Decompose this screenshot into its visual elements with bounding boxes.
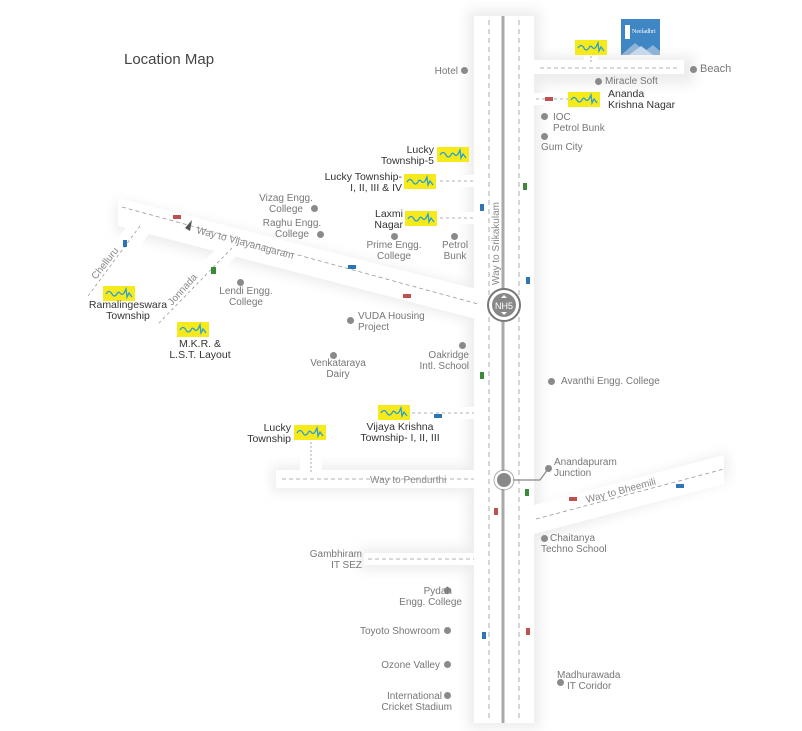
- car-icon: [403, 294, 411, 298]
- car-icon: [676, 484, 684, 488]
- road-label-pendurthi: Way to Pendurthi: [370, 475, 446, 486]
- car-icon: [480, 372, 484, 379]
- road-pendurthi: [276, 440, 474, 488]
- project-badge-lucky-5[interactable]: [437, 147, 469, 162]
- landmark-raghu-engg: Raghu Engg.College: [262, 218, 322, 240]
- road-chelluru: [78, 222, 154, 300]
- landmark-dot: [444, 627, 451, 634]
- car-icon: [480, 204, 484, 211]
- road-label-srikakulam: Way to Srikakulam: [491, 202, 502, 285]
- project-badge-ramalingeswara[interactable]: [103, 286, 135, 301]
- landmark-dot: [330, 352, 337, 359]
- highway-nh5: [474, 16, 534, 723]
- project-badge-lucky-1-4[interactable]: [404, 174, 436, 189]
- road-vijayanagaram: [118, 198, 480, 320]
- landmark-beach: Beach: [700, 63, 732, 75]
- landmark-dot: [545, 465, 552, 472]
- car-icon: [434, 414, 442, 418]
- landmark-dot: [541, 535, 548, 542]
- landmark-dot: [444, 692, 451, 699]
- car-icon: [211, 267, 216, 274]
- landmark-avanthi: Avanthi Engg. College: [561, 376, 660, 387]
- landmark-dot: [391, 233, 398, 240]
- brand-logo: Neeladhri: [621, 19, 660, 55]
- landmark-dot: [541, 113, 548, 120]
- project-badge-top[interactable]: [575, 40, 607, 55]
- nh5-label: NH5: [495, 301, 513, 311]
- landmark-dot: [459, 342, 466, 349]
- landmark-hotel: Hotel: [434, 66, 458, 77]
- landmark-prime-engg: Prime Engg.College: [366, 240, 422, 262]
- landmark-dot: [541, 133, 548, 140]
- road-gambhiram: [364, 553, 474, 565]
- project-badge-lucky[interactable]: [294, 425, 326, 440]
- landmark-dot: [311, 205, 318, 212]
- landmark-miracle-soft: Miracle Soft: [605, 76, 658, 87]
- landmark-lendi-engg: Lendi Engg.College: [219, 286, 273, 308]
- landmark-dot: [451, 233, 458, 240]
- landmark-toyoto: Toyoto Showroom: [359, 626, 440, 637]
- landmark-vizag-engg: Vizag Engg.College: [259, 193, 313, 215]
- landmark-dot: [461, 67, 468, 74]
- car-icon: [482, 632, 486, 639]
- car-icon: [526, 628, 530, 635]
- car-icon: [494, 508, 498, 515]
- project-badge-vijaya[interactable]: [378, 405, 410, 420]
- svg-text:Neeladhri: Neeladhri: [632, 29, 656, 35]
- landmark-dot: [557, 679, 564, 686]
- road-jonnada: [148, 245, 242, 326]
- landmark-ozone: Ozone Valley: [381, 660, 440, 671]
- road-beach: [534, 50, 684, 74]
- landmark-dot: [317, 231, 324, 238]
- car-icon: [123, 240, 127, 247]
- landmark-dot: [444, 587, 451, 594]
- landmark-dot: [444, 661, 451, 668]
- project-label-mkr: M.K.R. &L.S.T. Layout: [169, 338, 231, 361]
- car-icon: [545, 97, 553, 101]
- car-icon: [525, 489, 529, 496]
- direction-arrow-icon: [185, 220, 192, 231]
- landmark-gum-city: Gum City: [541, 142, 583, 153]
- landmark-dot: [595, 78, 602, 85]
- landmark-dot: [690, 66, 697, 73]
- project-badge-laxmi[interactable]: [405, 211, 437, 226]
- junction-marker: [493, 468, 549, 491]
- car-icon: [173, 215, 181, 219]
- car-icon: [569, 497, 577, 501]
- car-icon: [526, 277, 530, 284]
- nh5-badge: [487, 288, 521, 322]
- project-badge-ananda[interactable]: [568, 92, 600, 107]
- car-icon: [523, 183, 527, 190]
- vehicle-icons: [123, 97, 684, 639]
- road-spurs-left: [410, 175, 474, 419]
- landmark-dot: [237, 279, 244, 286]
- landmark-dot: [548, 378, 555, 385]
- project-label-lucky-1-4: Lucky Township-I, II, III & IV: [324, 171, 402, 194]
- car-icon: [348, 265, 356, 269]
- page-title: Location Map: [124, 51, 215, 68]
- landmark-dot: [347, 317, 354, 324]
- road-bheemili: [534, 455, 725, 534]
- project-badge-mkr[interactable]: [177, 322, 209, 337]
